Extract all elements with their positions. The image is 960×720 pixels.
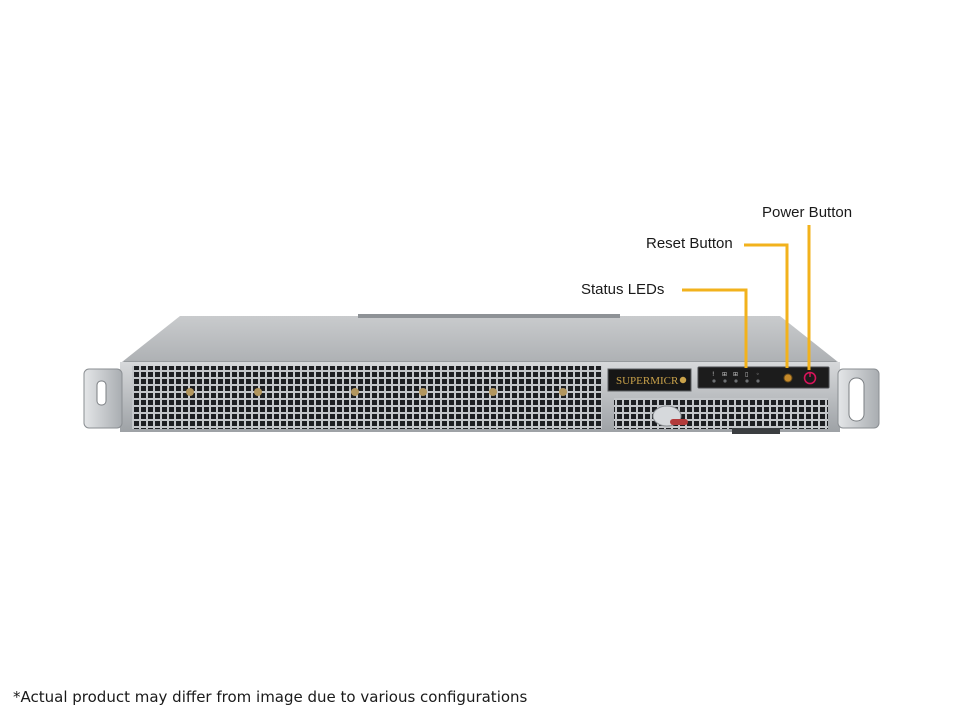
callout-line-reset [744, 243, 789, 368]
control-panel [697, 366, 830, 389]
callout-line-status [682, 288, 748, 368]
svg-text:!: ! [712, 371, 714, 378]
power-button-label: Power Button [762, 204, 853, 221]
reset-button-label: Reset Button [646, 235, 733, 252]
front-vent-mesh [132, 366, 602, 429]
callout-lines [682, 225, 811, 370]
lid-vent-strip [358, 314, 620, 318]
reset-button[interactable] [783, 373, 793, 383]
brand-logo-o [679, 376, 687, 384]
svg-text:◦: ◦ [756, 371, 760, 378]
lower-vent-mesh [614, 398, 828, 429]
fan-screws [186, 388, 567, 396]
svg-text:⊞: ⊞ [733, 371, 738, 378]
svg-text:⊞: ⊞ [722, 371, 727, 378]
status-leds-label: Status LEDs [581, 281, 665, 298]
status-leds [712, 379, 760, 383]
brand-logo: SUPERMICR [616, 375, 679, 387]
right-rack-ear [837, 368, 880, 429]
svg-text:▯: ▯ [745, 371, 748, 378]
brand-plate [607, 368, 692, 392]
left-rack-ear [83, 368, 123, 429]
pull-handle [652, 405, 688, 427]
chassis-lid [122, 316, 838, 362]
disclaimer-text: *Actual product may differ from image du… [13, 688, 528, 706]
status-led-icons: ! ⊞ ⊞ ▯ ◦ [712, 371, 760, 378]
